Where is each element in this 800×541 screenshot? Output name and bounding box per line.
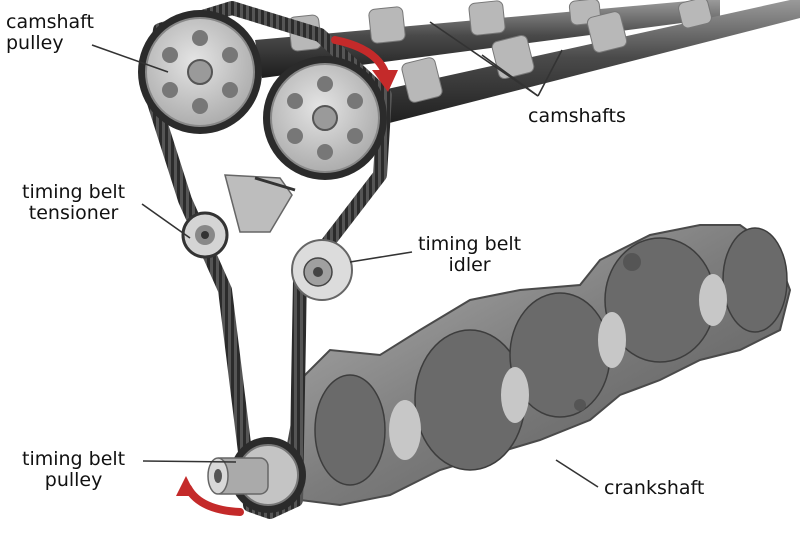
timing-belt-tensioner	[181, 174, 296, 259]
tensioner-label-line-1: timing belt	[22, 181, 126, 203]
belt-pulley-label: timing belt pulley	[22, 449, 125, 491]
crankshaft-label: crankshaft	[604, 477, 705, 499]
crankshaft-illustration	[283, 224, 792, 507]
camshaft-pulley-label-line-2: pulley	[6, 32, 64, 54]
idler-label-line-1: timing belt	[418, 233, 522, 255]
tensioner-label-line-2: tensioner	[28, 202, 119, 224]
camshaft-pulley-left	[138, 10, 262, 134]
camshaft-pulley-label-line-1: camshaft	[6, 11, 94, 33]
camshaft-pulley-right	[263, 56, 387, 180]
crankshaft-rotation-arrow	[176, 476, 244, 516]
belt-pulley-label-line-2: pulley	[44, 469, 103, 491]
timing-belt-idler	[291, 239, 353, 301]
idler-label-line-2: idler	[448, 254, 491, 276]
timing-belt-pulley	[207, 437, 306, 513]
leader-lines	[91, 21, 599, 488]
idler-label: timing belt idler	[418, 234, 521, 276]
belt-pulley-label-line-1: timing belt	[22, 448, 126, 470]
camshaft-rotation-arrow	[331, 36, 398, 92]
camshafts-label: camshafts	[528, 105, 626, 127]
tensioner-label: timing belt tensioner	[22, 182, 125, 224]
camshaft-pulley-label: camshaft pulley	[6, 12, 94, 54]
